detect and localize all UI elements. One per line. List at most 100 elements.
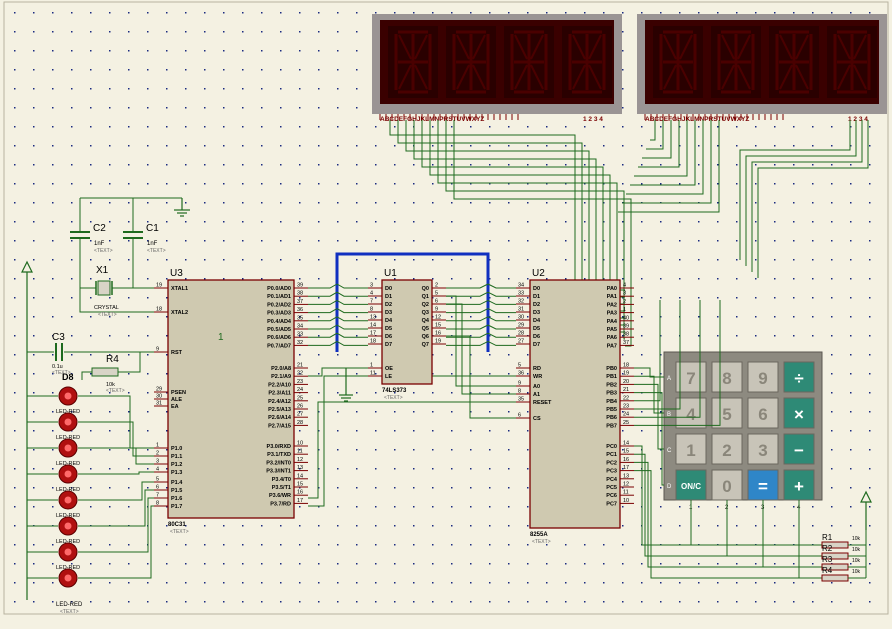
- grid-dot: [603, 202, 605, 204]
- pin-label: D5: [385, 326, 392, 332]
- c1-ref: C1: [146, 223, 159, 234]
- grid-dot: [147, 373, 149, 375]
- grid-dot: [33, 411, 35, 413]
- led-highlight: [64, 418, 72, 426]
- pin-number: 15: [297, 482, 303, 488]
- grid-dot: [470, 354, 472, 356]
- pin-label: D3: [533, 310, 540, 316]
- grid-dot: [242, 12, 244, 14]
- grid-dot: [641, 335, 643, 337]
- grid-dot: [736, 202, 738, 204]
- grid-dot: [470, 487, 472, 489]
- grid-dot: [546, 601, 548, 603]
- pin-number: 19: [156, 283, 162, 289]
- grid-dot: [774, 335, 776, 337]
- pin-number: 28: [518, 331, 524, 337]
- resistor-value: 10k: [852, 536, 861, 542]
- grid-dot: [337, 525, 339, 527]
- grid-dot: [128, 221, 130, 223]
- pin-label: P2.4/A12: [268, 399, 291, 405]
- grid-dot: [356, 297, 358, 299]
- bus-entry: [446, 291, 489, 297]
- grid-dot: [451, 430, 453, 432]
- grid-dot: [850, 411, 852, 413]
- grid-dot: [318, 164, 320, 166]
- grid-dot: [394, 183, 396, 185]
- grid-dot: [413, 525, 415, 527]
- pin-number: 36: [518, 371, 524, 377]
- port-wires: [634, 300, 822, 579]
- chip-body: [381, 279, 433, 385]
- grid-dot: [356, 373, 358, 375]
- grid-dot: [375, 259, 377, 261]
- grid-dot: [90, 107, 92, 109]
- pin-label: RD: [533, 366, 541, 372]
- grid-dot: [147, 392, 149, 394]
- grid-dot: [318, 468, 320, 470]
- grid-dot: [204, 563, 206, 565]
- grid-dot: [128, 430, 130, 432]
- pin-number: 38: [623, 332, 629, 338]
- chip-body: [167, 279, 295, 519]
- grid-dot: [337, 411, 339, 413]
- grid-dot: [812, 240, 814, 242]
- grid-dot: [489, 582, 491, 584]
- pin-number: 24: [297, 387, 303, 393]
- bus-entry: [446, 316, 489, 322]
- pin-label: PB2: [606, 382, 617, 388]
- grid-dot: [109, 297, 111, 299]
- grid-dot: [375, 373, 377, 375]
- grid-dot: [508, 563, 510, 565]
- grid-dot: [641, 373, 643, 375]
- bus-entry: [487, 324, 516, 330]
- grid-dot: [413, 582, 415, 584]
- grid-dot: [185, 582, 187, 584]
- grid-dot: [52, 430, 54, 432]
- grid-dot: [622, 449, 624, 451]
- pin-number: 36: [297, 307, 303, 313]
- pin-number: 14: [370, 323, 376, 329]
- grid-dot: [641, 278, 643, 280]
- pin-label: P1.1: [171, 454, 182, 460]
- grid-dot: [546, 12, 548, 14]
- grid-dot: [52, 582, 54, 584]
- grid-dot: [489, 240, 491, 242]
- pin-number: 39: [297, 283, 303, 289]
- grid-dot: [166, 354, 168, 356]
- grid-dot: [71, 107, 73, 109]
- pin-number: 29: [518, 323, 524, 329]
- grid-dot: [261, 221, 263, 223]
- grid-dot: [774, 126, 776, 128]
- grid-dot: [508, 373, 510, 375]
- grid-dot: [375, 582, 377, 584]
- grid-dot: [204, 12, 206, 14]
- grid-dot: [375, 202, 377, 204]
- grid-dot: [831, 164, 833, 166]
- grid-dot: [508, 582, 510, 584]
- grid-dot: [375, 525, 377, 527]
- grid-dot: [489, 544, 491, 546]
- grid-dot: [318, 582, 320, 584]
- grid-dot: [356, 430, 358, 432]
- grid-dot: [261, 183, 263, 185]
- display-wire: [739, 120, 851, 260]
- led-value: LED-RED: [56, 513, 80, 519]
- bus-entry: [308, 324, 338, 330]
- grid-dot: [52, 69, 54, 71]
- grid-dot: [166, 506, 168, 508]
- pin-number: 33: [518, 291, 524, 297]
- grid-dot: [565, 278, 567, 280]
- grid-dot: [432, 12, 434, 14]
- pin-label: XTAL1: [171, 286, 188, 292]
- grid-dot: [147, 297, 149, 299]
- grid-dot: [831, 430, 833, 432]
- grid-dot: [394, 525, 396, 527]
- grid-dot: [679, 164, 681, 166]
- grid-dot: [793, 525, 795, 527]
- grid-dot: [755, 183, 757, 185]
- grid-dot: [755, 335, 757, 337]
- grid-dot: [14, 164, 16, 166]
- grid-dot: [128, 544, 130, 546]
- grid-dot: [33, 316, 35, 318]
- pin-number: 21: [623, 387, 629, 393]
